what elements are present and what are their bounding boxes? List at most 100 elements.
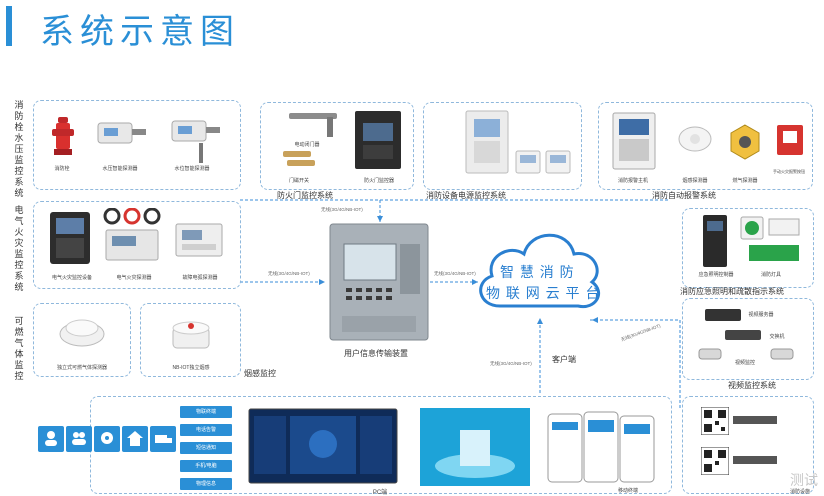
gas-sensor-icon [730, 124, 760, 160]
tile-team[interactable] [66, 426, 92, 452]
cloud-icon [479, 233, 600, 309]
device-label: 防火门监控器 [363, 178, 394, 184]
menu-item-phone-alarm[interactable]: 电话告警 [180, 424, 232, 436]
smoke-sensor-icon [678, 126, 712, 152]
device-label: 燃气探测器 [732, 178, 758, 184]
device-label: 消防报警主机 [617, 178, 648, 184]
device-label: 水位智能探测器 [174, 166, 210, 172]
device-label: 门磁开关 [288, 178, 309, 184]
user-icon [45, 431, 57, 446]
device-label: 电气火灾监控设备 [51, 275, 92, 281]
monitor-device-icon [50, 212, 90, 264]
video-server-icon [705, 309, 741, 321]
device-label: 视频服务器 [748, 312, 774, 318]
label-video-system: 视频监控系统 [728, 381, 776, 390]
probe-icon [199, 143, 203, 163]
arc-detector-icon [175, 223, 223, 257]
fire-hydrant-icon [52, 117, 74, 155]
pressure-sensor-icon [97, 122, 146, 144]
group-power [423, 102, 582, 190]
mobile-label: 移动终端 [617, 488, 638, 494]
group-hydrant: 消防栓 水压智能探测器 水位智能探测器 [33, 100, 241, 190]
protocol-label: 无线(3G/4G/NB-IOT) [268, 271, 310, 276]
camera-icon [770, 348, 794, 360]
building-3d-image [420, 408, 530, 486]
device-label: NB-IOT独立烟感 [172, 365, 210, 371]
tile-settings[interactable] [94, 426, 120, 452]
device-label: 烟感探测器 [682, 178, 708, 184]
group-video: 视频服务器 交换机 视频监控 [682, 298, 814, 380]
smoke-detector-icon [172, 321, 210, 349]
device-label: 电气火灾探测器 [116, 275, 152, 281]
group-icon [72, 432, 86, 445]
title-accent-bar [6, 6, 12, 46]
power-panel-icon [515, 150, 571, 174]
group-lighting: 应急照明控制器 消防灯具 [682, 208, 814, 288]
group-electric: 电气火灾监控设备 电气火灾探测器 故障电弧探测器 [33, 201, 241, 289]
device-label: 手动火灾报警按钮 [773, 169, 805, 174]
text-block [733, 456, 777, 464]
pc-label: PC端 [372, 490, 388, 496]
group-qr [682, 396, 814, 494]
transmission-device-icon [329, 223, 429, 341]
menu-item-phone-pc[interactable]: 手机/电脑 [180, 460, 232, 472]
menu-item-iot-terminal[interactable]: 物联终端 [180, 406, 232, 418]
power-monitor-icon [465, 110, 509, 174]
label-hydrant-system: 消防栓水压监控系统 [14, 100, 24, 198]
device-label: 应急照明控制器 [698, 272, 734, 278]
text-block [733, 416, 777, 424]
level-sensor-icon [171, 120, 220, 142]
fire-detector-icon [103, 208, 161, 261]
home-icon [127, 431, 143, 446]
door-monitor-icon [355, 111, 401, 169]
lighting-controller-icon [703, 215, 727, 267]
partial-label: 消防设施 [789, 489, 810, 495]
page-title: 系统示意图 [40, 12, 240, 52]
tile-vehicle[interactable] [150, 426, 176, 452]
group-smoke: NB-IOT独立烟感 [140, 303, 241, 377]
camera-icon [698, 348, 722, 360]
client-menu: 物联终端 电话告警 短信通知 手机/电脑 物理信息 [180, 404, 234, 490]
truck-icon [155, 435, 172, 443]
alarm-host-icon [612, 112, 656, 170]
label-electric-system: 电气火灾监控系统 [14, 205, 24, 292]
door-closer-icon [289, 113, 337, 137]
mobile-screens [547, 411, 655, 483]
device-label: 消防灯具 [760, 272, 781, 278]
label-client: 客户端 [552, 355, 576, 364]
manual-alarm-button-icon [777, 125, 803, 155]
hub-label: 用户信息传输装置 [344, 349, 408, 358]
qr-code-icon [701, 447, 729, 475]
group-firedoor: 电动闭门器 门磁开关 防火门监控器 [260, 102, 414, 190]
menu-item-info[interactable]: 物理信息 [180, 478, 232, 490]
cloud-title-line2: 物 联 网 云 平 台 [486, 285, 601, 301]
device-label: 交换机 [769, 334, 785, 340]
switch-icon [725, 330, 761, 340]
label-alarm-system: 消防自动报警系统 [652, 191, 716, 200]
tile-home[interactable] [122, 426, 148, 452]
group-gas: 独立式可燃气体探测器 [33, 303, 131, 377]
pc-dashboard-screen [248, 408, 398, 484]
device-label: 水压智能探测器 [102, 166, 138, 172]
label-smoke-system: 烟感监控 [244, 369, 276, 378]
gas-detector-icon [59, 319, 105, 347]
exit-sign-icon [740, 216, 800, 261]
device-label: 独立式可燃气体探测器 [56, 365, 107, 371]
device-label: 电动闭门器 [294, 142, 320, 148]
gear-icon [101, 432, 113, 444]
label-gas-system: 可燃气体监控 [14, 316, 24, 381]
device-label: 故障电弧探测器 [182, 275, 218, 281]
protocol-label: 无线(3G/4G/NB-IOT) [434, 271, 476, 276]
menu-item-sms[interactable]: 短信通知 [180, 442, 232, 454]
label-lighting-system: 消防应急照明和疏散指示系统 [680, 287, 784, 296]
device-label: 视频监控 [734, 360, 755, 366]
label-firedoor-system: 防火门监控系统 [277, 191, 333, 200]
device-label: 消防栓 [54, 166, 70, 172]
qr-code-icon [701, 407, 729, 435]
door-switch-icon [283, 151, 315, 166]
tile-user[interactable] [38, 426, 64, 452]
corner-watermark: 测试 [790, 472, 818, 488]
label-power-system: 消防设备电源监控系统 [426, 191, 506, 200]
protocol-label: 无线(3G/4G/NB-IOT) [490, 361, 532, 366]
